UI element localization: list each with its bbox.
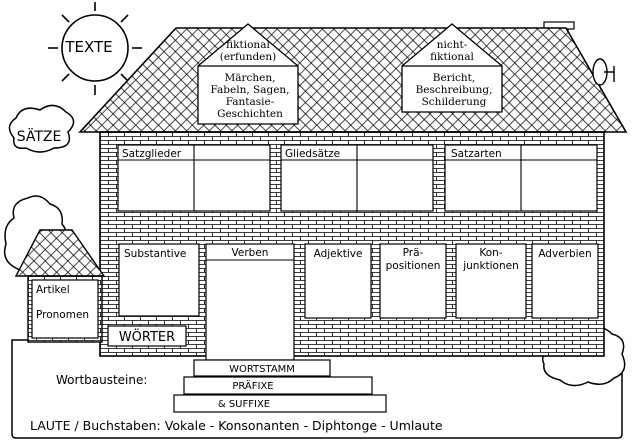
window-substantive: Substantive: [118, 243, 200, 317]
step-suffixe: & SUFFIXE: [218, 399, 270, 410]
svg-text:Bericht,: Bericht,: [433, 72, 476, 84]
svg-text:Schilderung: Schilderung: [422, 96, 487, 108]
svg-text:Beschreibung,: Beschreibung,: [416, 84, 493, 96]
window-label-gliedsaetze: Gliedsätze: [285, 148, 340, 160]
svg-text:Geschichten: Geschichten: [217, 108, 283, 120]
woerter-sign: [107, 325, 187, 347]
window-satzglieder: Satzglieder: [117, 144, 271, 212]
svg-text:Substantive: Substantive: [124, 248, 186, 260]
woerter-label: WÖRTER: [119, 328, 175, 345]
wortbausteine-label: Wortbausteine:: [56, 373, 147, 387]
svg-text:Adverbien: Adverbien: [538, 248, 591, 260]
fictional-content: Märchen, Fabeln, Sagen, Fantasie- Geschi…: [210, 72, 289, 120]
annex-label-artikel: Artikel: [36, 284, 70, 296]
svg-text:positionen: positionen: [386, 260, 441, 272]
roof-panel-fictional: [197, 23, 299, 125]
cloud-icon: [8, 104, 75, 153]
window-praepositionen: Prä- positionen: [379, 243, 447, 319]
svg-text:Fantasie-: Fantasie-: [226, 96, 275, 108]
svg-text:Kon-: Kon-: [479, 247, 502, 259]
roof-panel-nonfictional: [401, 23, 503, 113]
roof: [78, 27, 628, 133]
cloud-label: SÄTZE: [17, 127, 62, 145]
window-label-satzglieder: Satzglieder: [122, 148, 182, 160]
step-praefixe: PRÄFIXE: [232, 379, 273, 392]
svg-text:Märchen,: Märchen,: [225, 72, 276, 84]
nonfictional-content: Bericht, Beschreibung, Schilderung: [416, 72, 493, 108]
bottom-line: LAUTE / Buchstaben: Vokale - Konsonanten…: [30, 418, 443, 433]
svg-text:Adjektive: Adjektive: [314, 248, 363, 260]
window-konjunktionen: Kon- junktionen: [455, 243, 527, 319]
stairs: WORTSTAMM PRÄFIXE & SUFFIXE: [173, 359, 387, 413]
window-adverbien: Adverbien: [531, 243, 599, 319]
svg-text:Prä-: Prä-: [403, 247, 424, 259]
window-gliedsaetze: Gliedsätze: [280, 144, 434, 212]
svg-text:fiktional: fiktional: [430, 51, 474, 63]
annex-label-pronomen: Pronomen: [36, 309, 89, 321]
svg-text:Verben: Verben: [232, 247, 269, 259]
svg-text:Fabeln, Sagen,: Fabeln, Sagen,: [210, 84, 289, 96]
nonfictional-heading: nicht- fiktional: [430, 39, 474, 63]
satellite-dish-icon: [592, 58, 615, 86]
door-verben: Verben: [205, 243, 295, 361]
fictional-heading: fiktional (erfunden): [220, 39, 277, 63]
window-satzarten: Satzarten: [444, 144, 598, 212]
window-label-satzarten: Satzarten: [451, 148, 502, 160]
step-wortstamm: WORTSTAMM: [229, 364, 295, 375]
svg-text:(erfunden): (erfunden): [220, 51, 277, 63]
svg-text:nicht-: nicht-: [437, 39, 468, 51]
svg-text:fiktional: fiktional: [226, 39, 270, 51]
sun-icon: [48, 2, 142, 95]
window-adjektive: Adjektive: [304, 243, 372, 319]
sun-label: TEXTE: [64, 38, 112, 56]
svg-text:junktionen: junktionen: [462, 260, 519, 272]
